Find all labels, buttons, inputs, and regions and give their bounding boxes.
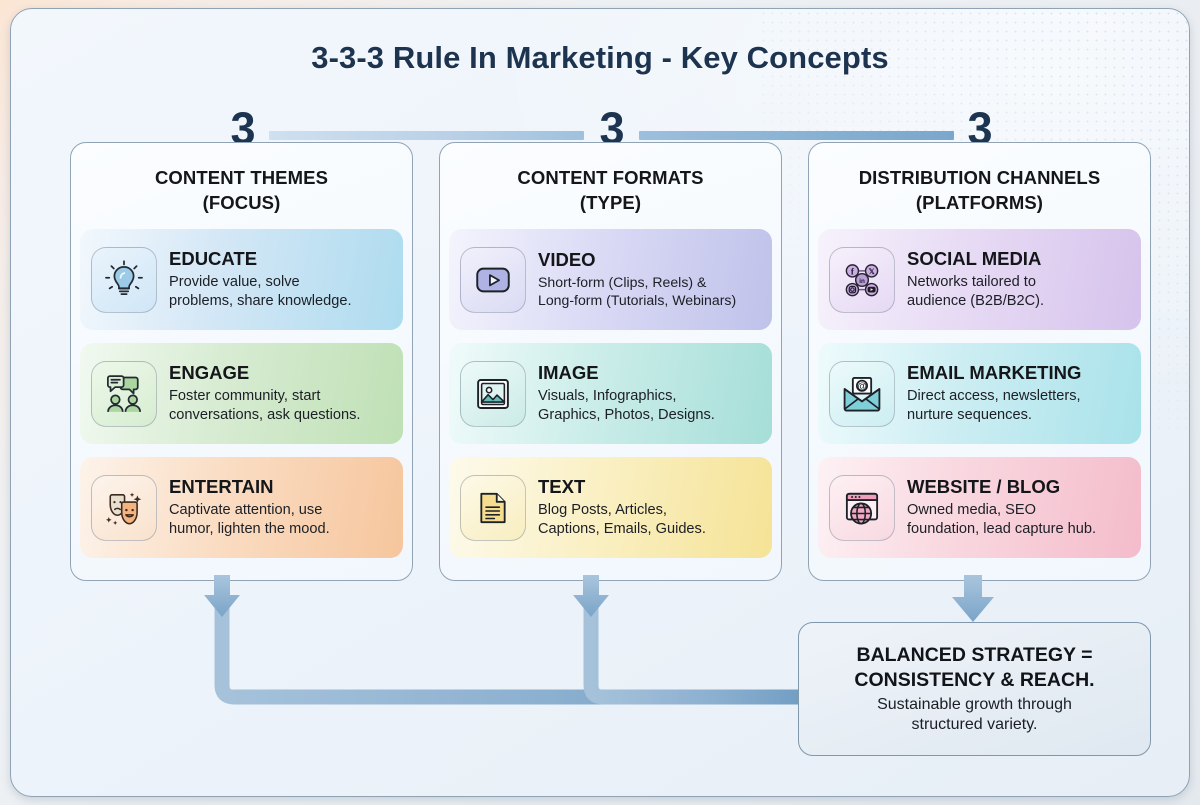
card-social-media-text: SOCIAL MEDIA Networks tailored to audien…: [907, 249, 1044, 309]
card-video-desc-line2: Long-form (Tutorials, Webinars): [538, 291, 737, 308]
arrow-down-column-2: [573, 575, 609, 617]
card-video-title: VIDEO: [538, 249, 596, 271]
card-social-media-title: SOCIAL MEDIA: [907, 248, 1042, 270]
column-3-heading-line1: DISTRIBUTION CHANNELS: [858, 167, 1101, 188]
chat-people-icon: [91, 360, 157, 427]
video-play-icon: [460, 246, 526, 313]
card-video-text: VIDEO Short-form (Clips, Reels) & Long-f…: [538, 249, 736, 310]
svg-text:@: @: [857, 381, 866, 392]
card-video[interactable]: VIDEO Short-form (Clips, Reels) & Long-f…: [449, 229, 772, 331]
column-content-themes: CONTENT THEMES (FOCUS) EDUCATE Provide v…: [70, 142, 413, 581]
card-website-blog-desc-line2: foundation, lead capture hub.: [907, 520, 1097, 537]
card-educate-desc-line2: problems, share knowledge.: [169, 292, 352, 309]
svg-text:𝕏: 𝕏: [869, 267, 875, 276]
card-email-marketing-title: EMAIL MARKETING: [907, 362, 1082, 384]
document-icon: [460, 474, 526, 541]
card-engage-title: ENGAGE: [169, 362, 250, 384]
summary-subtitle-line2: structured variety.: [911, 716, 1038, 734]
card-social-media[interactable]: f 𝕏 in SOCIAL MEDIA: [818, 229, 1141, 331]
lightbulb-icon: [91, 246, 157, 313]
card-social-media-desc: Networks tailored to audience (B2B/B2C).: [907, 273, 1044, 310]
card-email-marketing-text: EMAIL MARKETING Direct access, newslette…: [907, 363, 1081, 423]
card-text[interactable]: TEXT Blog Posts, Articles, Captions, Ema…: [449, 457, 772, 559]
card-entertain-text: ENTERTAIN Captivate attention, use humor…: [169, 477, 330, 537]
card-educate-desc: Provide value, solve problems, share kno…: [169, 273, 352, 310]
card-email-marketing-desc-line2: nurture sequences.: [907, 406, 1032, 423]
arrow-down-column-3: [952, 575, 994, 622]
card-entertain-title: ENTERTAIN: [169, 476, 274, 498]
summary-title-line1: BALANCED STRATEGY =: [856, 643, 1093, 666]
card-engage-desc-line2: conversations, ask questions.: [169, 406, 361, 423]
card-website-blog-desc: Owned media, SEO foundation, lead captur…: [907, 501, 1096, 538]
card-entertain-desc-line1: Captivate attention, use: [169, 502, 323, 519]
arrow-down-column-1: [204, 575, 240, 617]
column-2-cards: VIDEO Short-form (Clips, Reels) & Long-f…: [440, 215, 781, 559]
card-website-blog-text: WEBSITE / BLOG Owned media, SEO foundati…: [907, 477, 1096, 537]
card-text-desc-line2: Captions, Emails, Guides.: [538, 520, 706, 537]
infographic-canvas: 3-3-3 Rule In Marketing - Key Concepts 3…: [10, 8, 1190, 797]
card-educate-text: EDUCATE Provide value, solve problems, s…: [169, 249, 352, 309]
card-image-desc-line2: Graphics, Photos, Designs.: [538, 406, 715, 423]
column-2-heading: CONTENT FORMATS (TYPE): [440, 143, 781, 215]
card-text-text: TEXT Blog Posts, Articles, Captions, Ema…: [538, 477, 706, 537]
card-engage[interactable]: ENGAGE Foster community, start conversat…: [80, 343, 403, 445]
summary-title-line2: CONSISTENCY & REACH.: [854, 668, 1095, 691]
connector-bar-2: [639, 131, 954, 140]
theater-masks-icon: [91, 474, 157, 541]
card-image-text: IMAGE Visuals, Infographics, Graphics, P…: [538, 363, 715, 423]
card-website-blog-desc-line1: Owned media, SEO: [907, 502, 1036, 519]
browser-globe-icon: [829, 474, 895, 541]
card-image[interactable]: IMAGE Visuals, Infographics, Graphics, P…: [449, 343, 772, 445]
card-video-desc-line1: Short-form (Clips, Reels) &: [538, 273, 707, 290]
card-educate-desc-line1: Provide value, solve: [169, 274, 300, 291]
card-engage-desc: Foster community, start conversations, a…: [169, 387, 360, 424]
summary-subtitle-line1: Sustainable growth through: [877, 696, 1072, 714]
connector-bar-1: [269, 131, 584, 140]
card-website-blog[interactable]: WEBSITE / BLOG Owned media, SEO foundati…: [818, 457, 1141, 559]
summary-box: BALANCED STRATEGY = CONSISTENCY & REACH.…: [798, 622, 1151, 756]
card-social-media-desc-line2: audience (B2B/B2C).: [907, 292, 1045, 309]
column-1-cards: EDUCATE Provide value, solve problems, s…: [71, 215, 412, 559]
card-email-marketing[interactable]: @ EMAIL MARKETING Direct access, newslet…: [818, 343, 1141, 445]
page-title: 3-3-3 Rule In Marketing - Key Concepts: [311, 40, 889, 75]
email-envelope-icon: @: [829, 360, 895, 427]
card-image-desc-line1: Visuals, Infographics,: [538, 388, 677, 405]
card-text-desc-line1: Blog Posts, Articles,: [538, 502, 667, 519]
card-text-title: TEXT: [538, 476, 586, 498]
svg-text:f: f: [851, 266, 855, 276]
card-educate-title: EDUCATE: [169, 248, 258, 270]
picture-icon: [460, 360, 526, 427]
card-email-marketing-desc-line1: Direct access, newsletters,: [907, 388, 1081, 405]
card-entertain[interactable]: ENTERTAIN Captivate attention, use humor…: [80, 457, 403, 559]
card-email-marketing-desc: Direct access, newsletters, nurture sequ…: [907, 387, 1081, 424]
column-3-heading-line2: (PLATFORMS): [915, 191, 1044, 213]
column-2-heading-line1: CONTENT FORMATS: [517, 167, 704, 188]
card-text-desc: Blog Posts, Articles, Captions, Emails, …: [538, 501, 706, 538]
card-entertain-desc: Captivate attention, use humor, lighten …: [169, 501, 330, 538]
column-1-heading-line2: (FOCUS): [202, 191, 281, 213]
card-video-desc: Short-form (Clips, Reels) & Long-form (T…: [538, 274, 736, 310]
card-image-title: IMAGE: [538, 362, 599, 384]
card-website-blog-title: WEBSITE / BLOG: [907, 476, 1061, 498]
card-engage-text: ENGAGE Foster community, start conversat…: [169, 363, 360, 423]
column-1-heading-line1: CONTENT THEMES: [154, 167, 329, 188]
social-network-icon: f 𝕏 in: [829, 246, 895, 313]
card-educate[interactable]: EDUCATE Provide value, solve problems, s…: [80, 229, 403, 331]
summary-subtitle: Sustainable growth through structured va…: [877, 695, 1072, 735]
card-image-desc: Visuals, Infographics, Graphics, Photos,…: [538, 387, 715, 424]
column-3-cards: f 𝕏 in SOCIAL MEDIA: [809, 215, 1150, 559]
card-social-media-desc-line1: Networks tailored to: [907, 274, 1036, 291]
column-1-heading: CONTENT THEMES (FOCUS): [71, 143, 412, 215]
column-3-heading: DISTRIBUTION CHANNELS (PLATFORMS): [809, 143, 1150, 215]
card-entertain-desc-line2: humor, lighten the mood.: [169, 520, 330, 537]
column-2-heading-line2: (TYPE): [579, 191, 642, 213]
svg-text:in: in: [859, 278, 865, 285]
card-engage-desc-line1: Foster community, start: [169, 388, 321, 405]
column-content-formats: CONTENT FORMATS (TYPE) VIDEO Short-form …: [439, 142, 782, 581]
summary-title: BALANCED STRATEGY = CONSISTENCY & REACH.: [854, 643, 1094, 692]
column-distribution-channels: DISTRIBUTION CHANNELS (PLATFORMS) f 𝕏 in: [808, 142, 1151, 581]
